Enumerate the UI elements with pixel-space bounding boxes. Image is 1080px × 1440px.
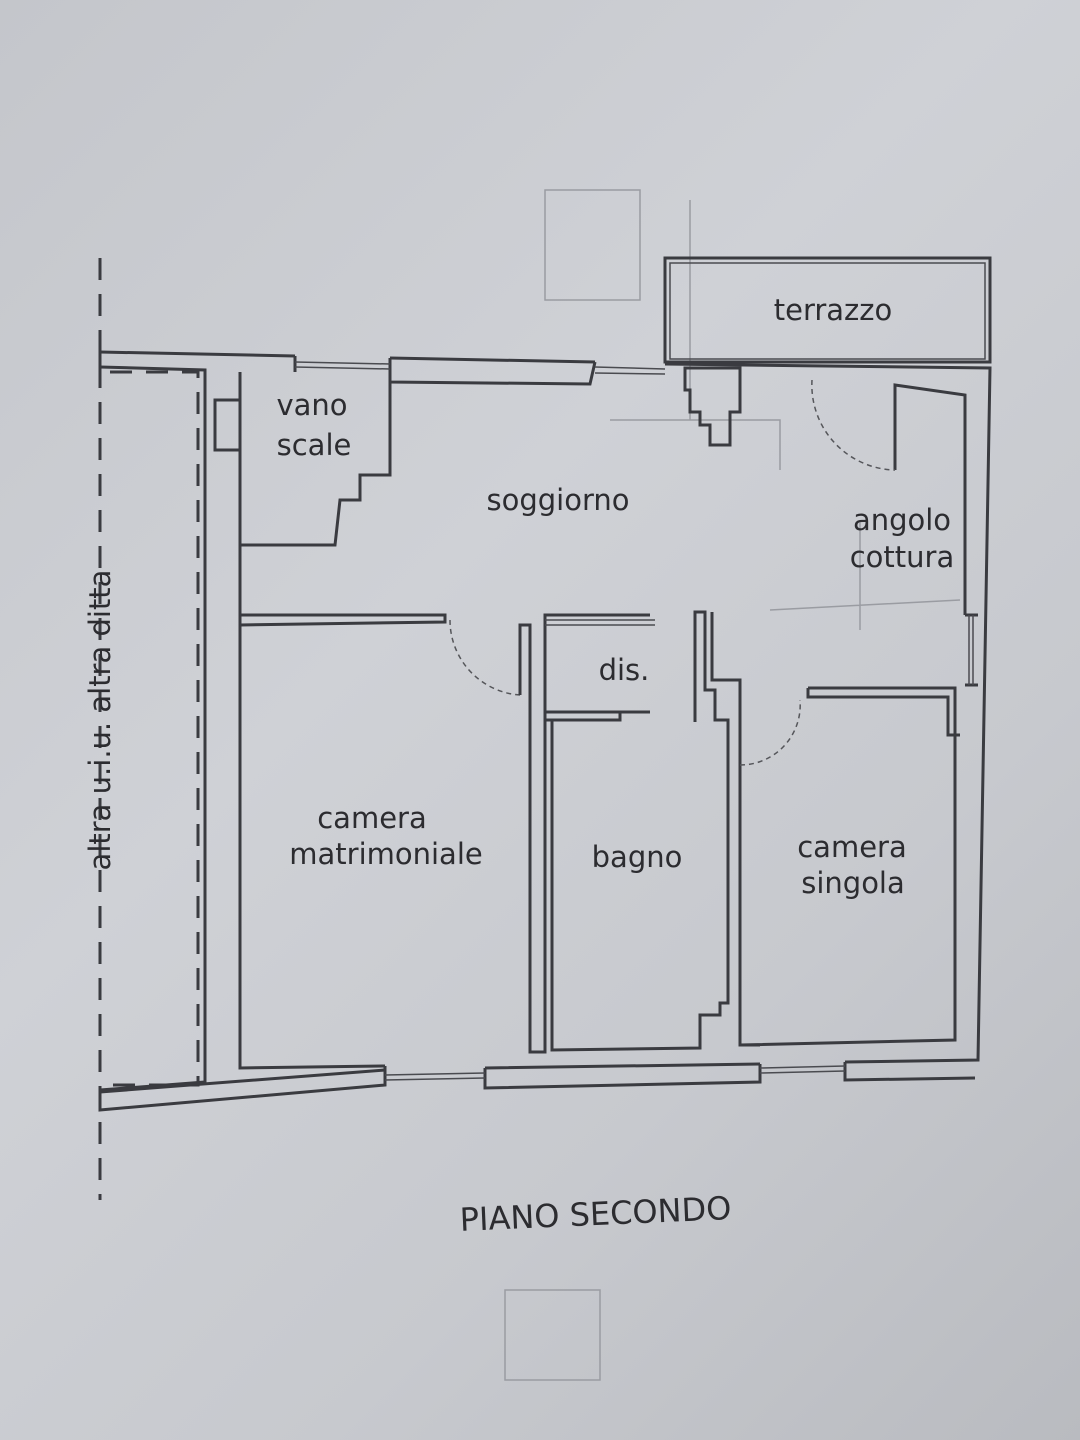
label-single-2: singola <box>801 866 905 900</box>
label-hall: dis. <box>599 653 650 687</box>
label-living: soggiorno <box>486 483 629 517</box>
label-terrace: terrazzo <box>774 293 893 327</box>
terrace <box>663 256 992 364</box>
label-master-1: camera <box>317 801 427 835</box>
outer-walls <box>98 350 992 1112</box>
label-stairs-2: scale <box>277 428 352 462</box>
neighbour-boundary <box>110 370 200 1087</box>
stairwell <box>213 382 392 547</box>
label-kitchen-1: angolo <box>853 503 951 537</box>
floor-title: PIANO SECONDO <box>459 1189 732 1239</box>
pillar <box>683 366 742 447</box>
background-ghost-lines <box>504 189 961 1381</box>
label-bath: bagno <box>592 840 683 874</box>
label-single-1: camera <box>797 830 907 864</box>
interior-walls <box>239 610 960 1054</box>
label-kitchen-2: cottura <box>850 540 955 574</box>
side-label: altra u.i.u. altra ditta <box>83 570 117 871</box>
label-stairs-1: vano <box>276 388 347 422</box>
kitchen-door <box>811 379 896 471</box>
label-master-2: matrimoniale <box>289 837 482 871</box>
